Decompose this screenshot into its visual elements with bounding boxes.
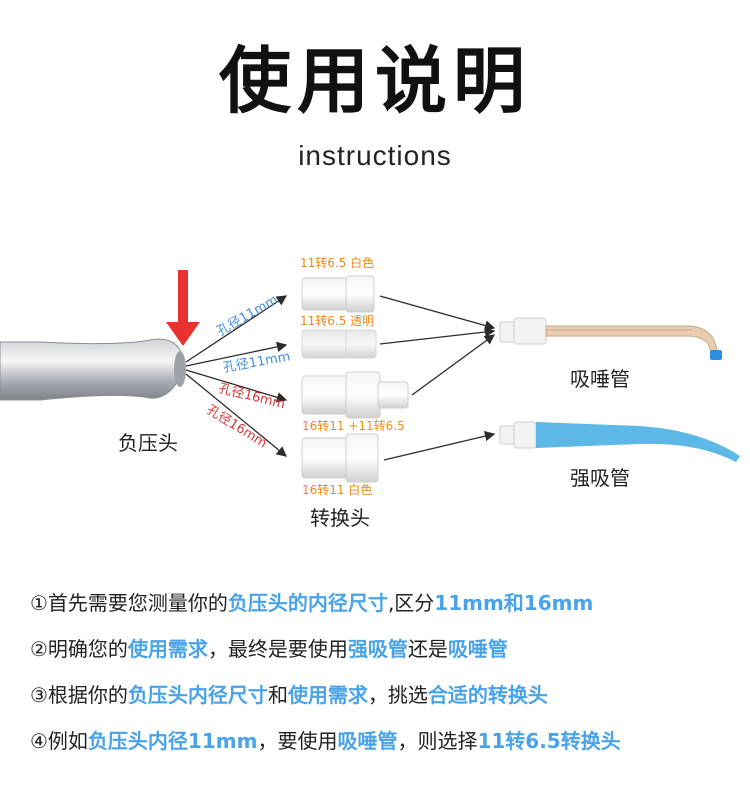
adapter-11-to-6.5-clear: [301, 329, 377, 359]
saliva-tube-label: 吸唾管: [570, 367, 630, 391]
step-text: ,区分: [387, 591, 435, 615]
step-highlight: 强吸管: [347, 637, 408, 661]
strong-tube-label: 强吸管: [570, 466, 630, 490]
step-line: ②明确您的使用需求，最终是要使用强吸管还是吸唾管: [30, 626, 740, 672]
page-title: 使用说明: [218, 39, 531, 123]
adapter-caption-1: 11转6.5 白色: [300, 255, 374, 270]
step-highlight: 使用需求: [287, 683, 368, 707]
step-text: ，最终是要使用: [207, 637, 348, 661]
step-line: ④例如负压头内径11mm，要使用吸唾管，则选择11转6.5转换头: [30, 718, 740, 764]
step-text: ，则选择: [397, 729, 478, 753]
bore-label-4: 孔径16mm: [204, 403, 270, 452]
adapter-caption-4: 16转11 白色: [302, 482, 372, 497]
adapter-16-to-11-white: [301, 433, 379, 483]
adapter-to-tube-arrows: [379, 295, 496, 461]
page-subtitle: instructions: [298, 140, 452, 171]
bore-label-2: 孔径11mm: [222, 349, 291, 376]
step-text: ④例如: [30, 729, 88, 753]
step-highlight: 吸唾管: [337, 729, 398, 753]
saliva-ejector-tube: [499, 317, 722, 360]
step-text: ②明确您的: [30, 637, 128, 661]
adapter-caption-3: 16转11 +11转6.5: [302, 418, 405, 433]
step-text: 和: [267, 683, 288, 707]
red-arrow-icon: [166, 270, 200, 346]
adapter-caption-2: 11转6.5 透明: [300, 313, 374, 328]
step-highlight: 合适的转换头: [427, 683, 548, 707]
head-to-adapter-arrows: [185, 295, 288, 457]
step-highlight: 11mm和16mm: [434, 591, 594, 615]
step-line: ③根据你的负压头内径尺寸和使用需求，挑选合适的转换头: [30, 672, 740, 718]
adapter-11-to-6.5-white: [301, 275, 375, 313]
step-highlight: 11转6.5转换头: [477, 729, 621, 753]
step-highlight: 负压头内径尺寸: [127, 683, 268, 707]
bore-label-1: 孔径11mm: [215, 293, 281, 340]
suction-head: [0, 338, 186, 401]
head-label: 负压头: [118, 431, 178, 455]
step-highlight: 负压头内径11mm: [87, 729, 258, 753]
step-text: ，要使用: [257, 729, 338, 753]
step-text: ①首先需要您测量你的: [30, 591, 228, 615]
adapter-diagram: 负压头 孔径11mm 孔径11mm 孔径16mm 孔径16mm 11转6.5 白…: [0, 255, 740, 530]
step-line: ①首先需要您测量你的负压头的内径尺寸,区分11mm和16mm: [30, 580, 740, 626]
step-highlight: 负压头的内径尺寸: [227, 591, 388, 615]
adapter-label: 转换头: [310, 506, 370, 530]
step-highlight: 吸唾管: [447, 637, 508, 661]
step-text: 还是: [407, 637, 448, 661]
step-highlight: 使用需求: [127, 637, 208, 661]
adapter-16-to-11-plus-11-to-6.5: [301, 371, 409, 419]
step-text: ③根据你的: [30, 683, 128, 707]
step-text: ，挑选: [367, 683, 428, 707]
strong-suction-tube: [499, 421, 740, 462]
